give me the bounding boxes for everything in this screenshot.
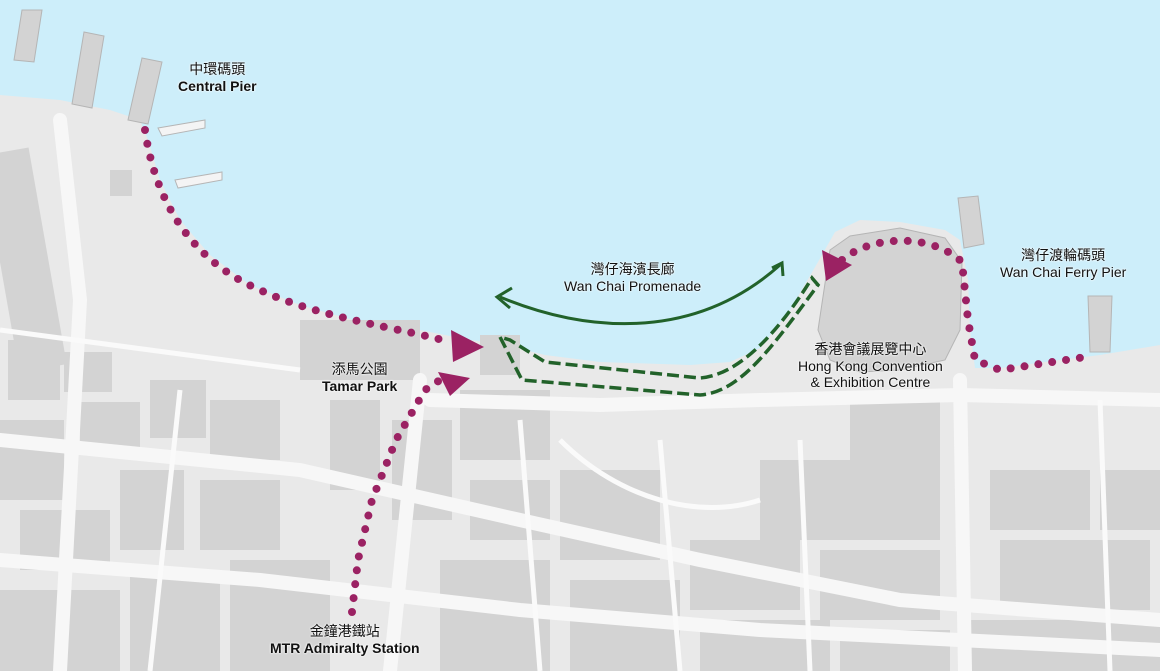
label-central-pier: 中環碼頭 Central Pier — [178, 62, 257, 94]
minor-roads — [0, 327, 1113, 671]
hkcec-and-ferry-piers — [817, 195, 1113, 373]
label-tamar-park: 添馬公園 Tamar Park — [322, 362, 397, 394]
hkcec-zh: 香港會議展覽中心 — [814, 342, 927, 358]
promenade-en: Wan Chai Promenade — [564, 278, 702, 295]
arrowhead-tamar-lower — [438, 372, 470, 396]
promenade-zh: 灣仔海濱長廊 — [590, 262, 675, 278]
ferry-pier-zh: 灣仔渡輪碼頭 — [1021, 248, 1106, 264]
admiralty-en: MTR Admiralty Station — [270, 640, 420, 657]
road-network — [0, 113, 1160, 671]
central-pier-zh: 中環碼頭 — [189, 62, 246, 78]
tamar-park-zh: 添馬公園 — [331, 362, 388, 378]
ferry-pier-en: Wan Chai Ferry Pier — [1000, 264, 1127, 281]
promenade-route-dashed — [496, 275, 821, 397]
arrowhead-tamar-upper — [451, 330, 484, 362]
label-wan-chai-promenade: 灣仔海濱長廊 Wan Chai Promenade — [564, 262, 701, 294]
label-wan-chai-ferry-pier: 灣仔渡輪碼頭 Wan Chai Ferry Pier — [1000, 248, 1126, 280]
central-pier-en: Central Pier — [178, 78, 257, 95]
admiralty-zh: 金鐘港鐵站 — [309, 624, 380, 640]
promenade-arrowhead-west — [494, 286, 513, 310]
route-central-pier-to-tamar — [141, 126, 454, 346]
walking-routes — [141, 126, 1096, 616]
label-admiralty-station: 金鐘港鐵站 MTR Admiralty Station — [270, 624, 420, 656]
hkcec-en-line1: Hong Kong Convention — [798, 358, 943, 375]
arrowhead-hkcec — [822, 250, 852, 281]
route-arrowheads — [438, 250, 852, 396]
promenade-arrowhead-east — [771, 260, 785, 277]
promenade-route-solid — [499, 263, 781, 326]
route-admiralty-to-tamar — [348, 376, 444, 616]
central-piers — [13, 9, 223, 189]
victoria-harbour — [0, 0, 1160, 368]
hkcec-en-line2: & Exhibition Centre — [810, 374, 931, 391]
label-hkcec: 香港會議展覽中心 Hong Kong Convention & Exhibiti… — [798, 342, 943, 390]
route-hkcec-to-ferry-pier — [838, 236, 1096, 375]
tamar-park-en: Tamar Park — [322, 378, 398, 395]
